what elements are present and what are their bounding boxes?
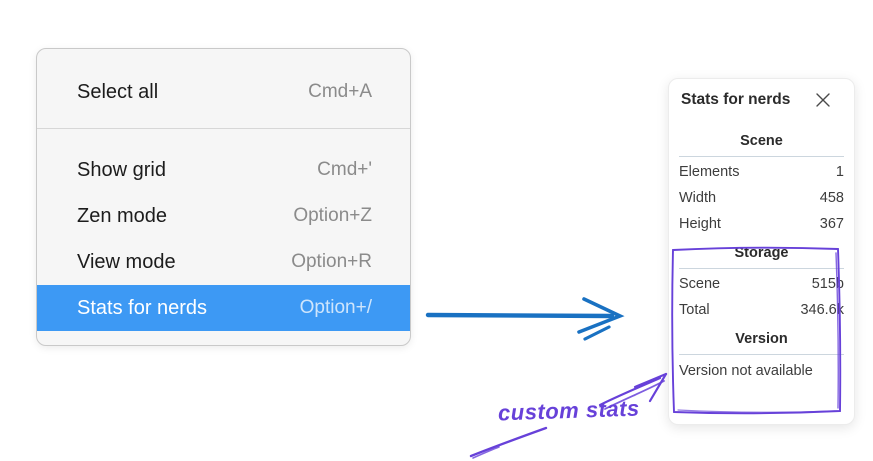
stat-label: Total bbox=[679, 302, 710, 318]
blue-arrow bbox=[425, 297, 625, 341]
stat-label: Height bbox=[679, 216, 721, 232]
stat-value: 458 bbox=[819, 190, 844, 206]
section-divider bbox=[679, 156, 844, 157]
menu-item-shortcut: Option+/ bbox=[299, 297, 372, 318]
stat-value: 367 bbox=[819, 216, 844, 232]
menu-item-shortcut: Option+R bbox=[291, 251, 372, 272]
section-heading-storage: Storage bbox=[734, 245, 789, 261]
menu-item-label: Select all bbox=[77, 80, 159, 103]
menu-item-shortcut: Cmd+A bbox=[308, 81, 372, 102]
menu-item-zen-mode[interactable]: Zen mode Option+Z bbox=[37, 193, 410, 239]
stat-row-elements: Elements 1 bbox=[679, 159, 844, 185]
stat-row-scene-storage: Scene 515b bbox=[679, 271, 844, 297]
menu-item-view-mode[interactable]: View mode Option+R bbox=[37, 239, 410, 285]
stat-label: Scene bbox=[679, 276, 721, 292]
menu-item-label: Zen mode bbox=[77, 204, 168, 227]
stat-label: Width bbox=[679, 190, 717, 206]
version-message: Version not available bbox=[679, 363, 813, 379]
menu-item-label: Show grid bbox=[77, 158, 166, 181]
section-divider bbox=[679, 268, 844, 269]
menu-item-stats-for-nerds[interactable]: Stats for nerds Option+/ bbox=[37, 285, 410, 331]
stat-row-total-storage: Total 346.6k bbox=[679, 297, 844, 323]
stat-label: Elements bbox=[679, 164, 740, 180]
panel-title: Stats for nerds bbox=[681, 91, 791, 108]
stats-for-nerds-panel: Stats for nerds Scene Elements 1 Width 4… bbox=[668, 78, 855, 425]
section-heading-version: Version bbox=[735, 331, 788, 347]
menu-item-shortcut: Cmd+' bbox=[317, 159, 372, 180]
menu-divider bbox=[37, 128, 410, 129]
stat-row-width: Width 458 bbox=[679, 185, 844, 211]
menu-item-label: View mode bbox=[77, 250, 176, 273]
context-menu: Select all Cmd+A Show grid Cmd+' Zen mod… bbox=[36, 48, 411, 346]
section-heading-scene: Scene bbox=[740, 133, 783, 149]
close-icon[interactable] bbox=[814, 91, 832, 109]
menu-item-show-grid[interactable]: Show grid Cmd+' bbox=[37, 147, 410, 193]
menu-item-select-all[interactable]: Select all Cmd+A bbox=[37, 69, 410, 115]
panel-header: Stats for nerds bbox=[679, 91, 844, 109]
stat-value: 1 bbox=[835, 164, 844, 180]
annotation-custom-stats-text: custom stats bbox=[497, 395, 641, 426]
menu-item-label: Stats for nerds bbox=[77, 296, 208, 319]
annotation-underline-stroke bbox=[469, 426, 548, 459]
stat-value: 346.6k bbox=[800, 302, 844, 318]
menu-item-shortcut: Option+Z bbox=[293, 205, 372, 226]
stat-row-height: Height 367 bbox=[679, 211, 844, 237]
section-divider bbox=[679, 354, 844, 355]
stat-value: 515b bbox=[811, 276, 844, 292]
